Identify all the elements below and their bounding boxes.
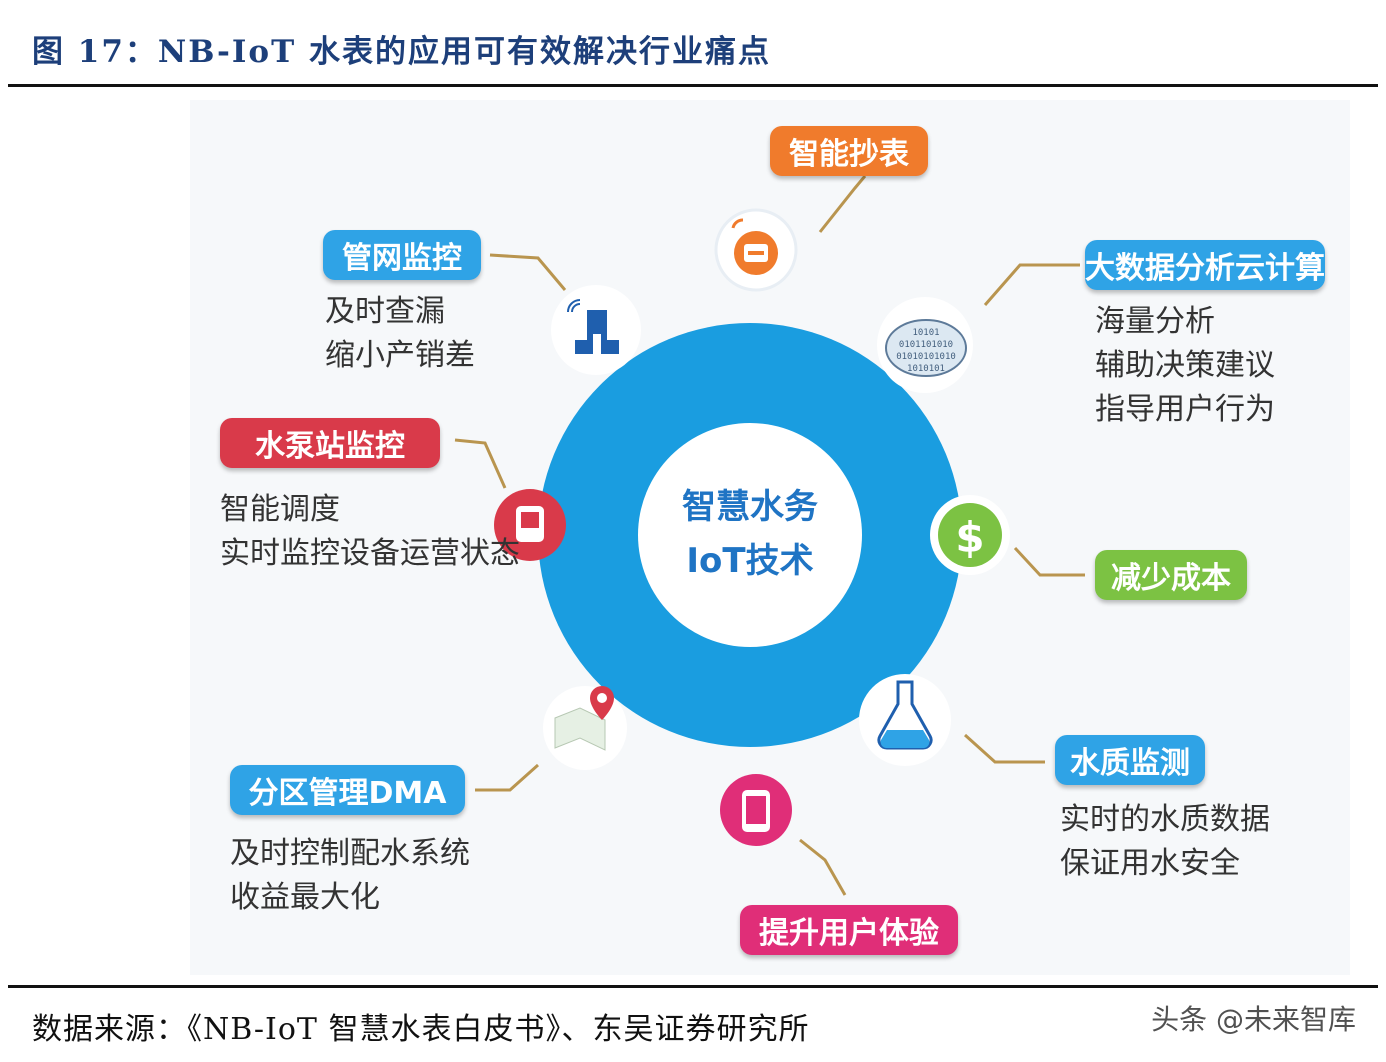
top-rule	[8, 84, 1378, 87]
node-phone-icon	[720, 774, 792, 846]
connector-smart-meter	[818, 175, 867, 233]
connector-quality	[963, 733, 1045, 764]
pill-smart-meter: 智能抄表	[770, 126, 928, 176]
pill-water-quality: 水质监测	[1055, 735, 1205, 785]
connector-bigdata	[983, 263, 1080, 306]
desc-line: 实时的水质数据	[1060, 802, 1270, 837]
pill-pipe-monitor: 管网监控	[323, 230, 481, 280]
center-line1: 智慧水务	[682, 487, 818, 527]
inner-hole	[638, 423, 862, 647]
desc-line: 及时控制配水系统	[230, 836, 470, 871]
svg-text:1010101: 1010101	[907, 364, 945, 374]
desc-dma: 及时控制配水系统 收益最大化	[230, 832, 470, 920]
connector-dma	[475, 763, 539, 792]
pill-user-experience: 提升用户体验	[740, 905, 958, 955]
center-line2: IoT技术	[686, 541, 814, 581]
desc-line: 及时查漏	[325, 294, 445, 329]
node-map-icon	[543, 686, 627, 770]
svg-text:10101: 10101	[912, 328, 939, 338]
connector-pipe	[489, 253, 567, 291]
svg-text:01010101010: 01010101010	[896, 352, 956, 362]
pill-dma: 分区管理DMA	[230, 765, 465, 815]
node-flask-icon	[859, 674, 951, 766]
desc-line: 保证用水安全	[1060, 846, 1240, 881]
node-dollar-icon: $	[930, 495, 1010, 575]
desc-line: 实时监控设备运营状态	[220, 536, 520, 571]
desc-line: 辅助决策建议	[1095, 348, 1275, 383]
connector-cost	[1013, 546, 1085, 577]
node-smart-meter-icon	[714, 208, 798, 292]
desc-water-quality: 实时的水质数据 保证用水安全	[1060, 798, 1270, 886]
svg-text:$: $	[955, 513, 984, 562]
figure-title: 图 17：NB-IoT 水表的应用可有效解决行业痛点	[32, 34, 771, 70]
desc-line: 海量分析	[1095, 304, 1215, 339]
center-label: 智慧水务 IoT技术	[660, 480, 840, 588]
pill-big-data: 大数据分析云计算	[1085, 240, 1325, 290]
node-pipe-icon	[551, 285, 641, 375]
desc-line: 智能调度	[220, 492, 340, 527]
source-note: 数据来源：《NB-IoT 智慧水表白皮书》、东吴证券研究所	[32, 1012, 810, 1047]
connector-user	[799, 838, 847, 896]
svg-text:0101101010: 0101101010	[899, 340, 953, 350]
desc-line: 指导用户行为	[1095, 392, 1275, 427]
desc-pipe-monitor: 及时查漏 缩小产销差	[325, 290, 475, 378]
watermark: 头条 @未来智库	[1151, 1003, 1356, 1036]
desc-line: 收益最大化	[230, 880, 380, 915]
node-cloud-icon: 10101 0101101010 01010101010 1010101	[877, 297, 973, 393]
bottom-rule	[8, 985, 1378, 988]
desc-line: 缩小产销差	[325, 338, 475, 373]
node-pump-icon	[494, 489, 566, 561]
desc-big-data: 海量分析 辅助决策建议 指导用户行为	[1095, 300, 1275, 432]
desc-pump-station: 智能调度 实时监控设备运营状态	[220, 488, 520, 576]
connector-pump	[454, 438, 507, 489]
pill-pump-station: 水泵站监控	[220, 418, 440, 468]
pill-reduce-cost: 减少成本	[1095, 550, 1247, 600]
